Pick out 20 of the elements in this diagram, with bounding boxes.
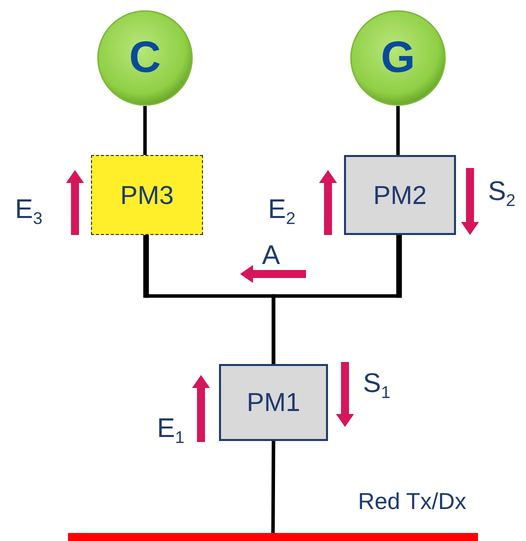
quantity-label: E$_{2}$: [268, 196, 296, 227]
quantity-label: S$_{2}$: [488, 178, 516, 209]
quantity-label: A: [262, 242, 280, 269]
node-label: PM3: [120, 180, 174, 210]
circle-node: [350, 10, 446, 106]
bus-label: Red Tx/Dx: [358, 490, 466, 513]
node-label: G: [380, 33, 416, 83]
connector-line: [272, 235, 402, 364]
bar-shape: [68, 533, 478, 541]
module-box: [91, 155, 203, 235]
connector-line: [271, 440, 276, 534]
quantity-label: S$_{1}$: [363, 370, 390, 401]
node-label: PM1: [246, 387, 300, 418]
quantity-label: E$_{1}$: [157, 415, 184, 446]
circle-node: [97, 10, 193, 106]
quantity-label: E$_{3}$: [15, 196, 42, 227]
module-box: [344, 155, 456, 235]
node-label: C: [129, 33, 161, 83]
node-label: PM2: [373, 180, 427, 210]
module-box: [219, 364, 328, 441]
